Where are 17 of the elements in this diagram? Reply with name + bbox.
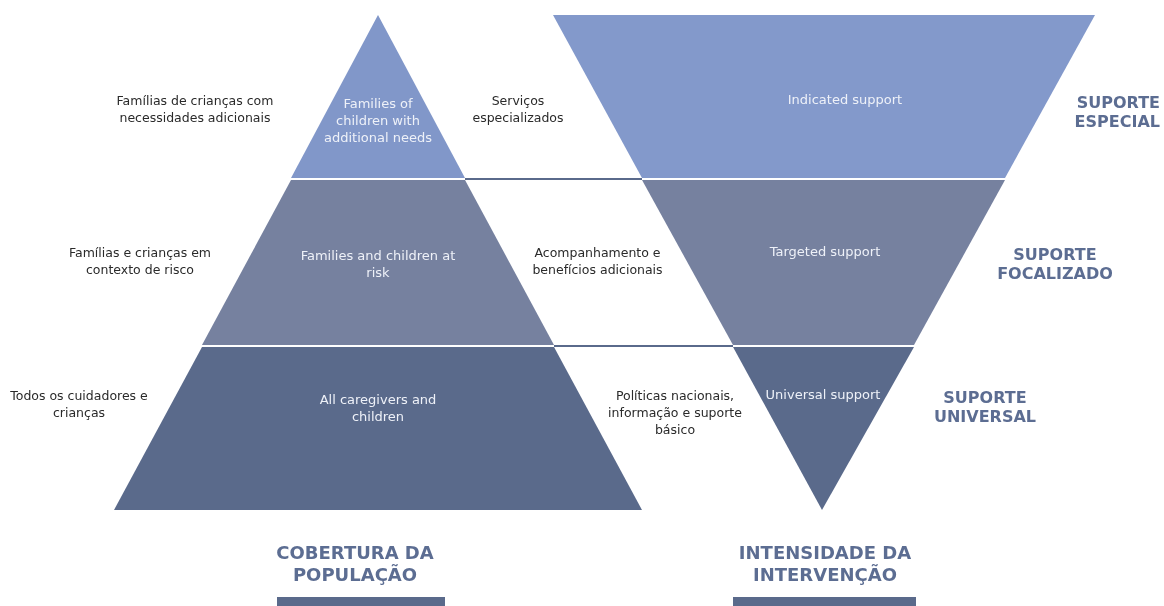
side-label: Políticas nacionais, informação e suporte básico bbox=[607, 388, 743, 439]
section-heading: COBERTURA DA POPULAÇÃO bbox=[275, 542, 435, 586]
layer-label: Families of children with additional needs bbox=[323, 96, 433, 147]
layer-label: Families and children at risk bbox=[299, 248, 457, 282]
side-label: Famílias e crianças em contexto de risco bbox=[67, 245, 213, 279]
layer-label: Targeted support bbox=[768, 244, 882, 261]
section-heading: SUPORTE UNIVERSAL bbox=[932, 388, 1038, 427]
side-label: Famílias de crianças com necessidades adicionais bbox=[115, 93, 275, 127]
section-heading: SUPORTE ESPECIAL bbox=[1073, 93, 1160, 132]
layer-label: All caregivers and children bbox=[318, 392, 438, 426]
layer-label: Indicated support bbox=[786, 92, 904, 109]
section-heading: INTENSIDADE DA INTERVENÇÃO bbox=[737, 542, 913, 586]
layer-label: Universal support bbox=[764, 387, 882, 404]
side-label: Acompanhamento e benefícios adicionais bbox=[531, 245, 664, 279]
side-label: Serviços especializados bbox=[471, 93, 565, 127]
side-label: Todos os cuidadores e crianças bbox=[9, 388, 149, 422]
section-heading: SUPORTE FOCALIZADO bbox=[996, 245, 1114, 284]
